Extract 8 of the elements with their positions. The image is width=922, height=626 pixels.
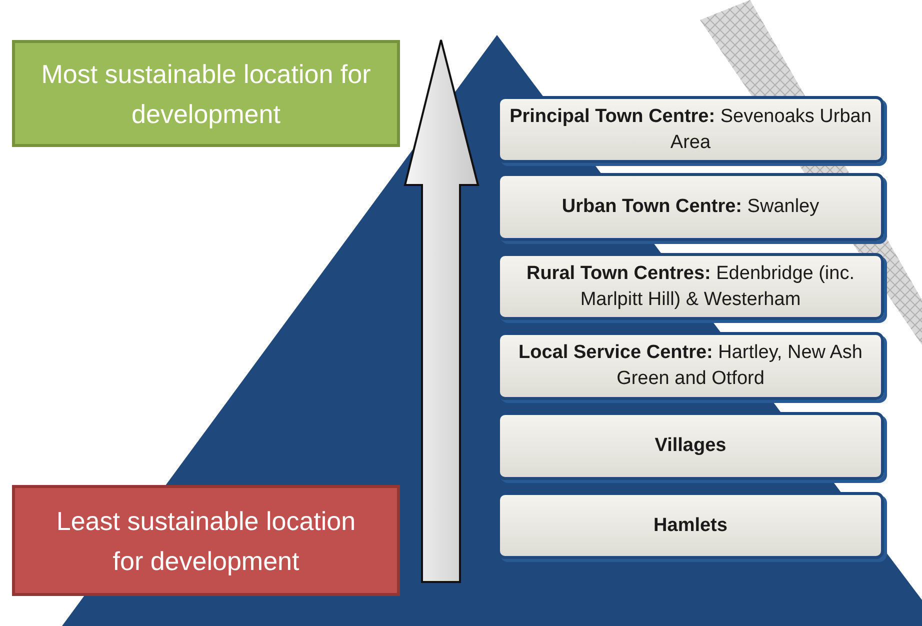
most-sustainable-box: Most sustainable location for development — [12, 40, 400, 147]
settlement-tier-box: Rural Town Centres: Edenbridge (inc. Marlpitt Hill) & Westerham — [497, 253, 884, 320]
settlement-tier-box: Urban Town Centre: Swanley — [497, 173, 884, 241]
least-sustainable-box: Least sustainable location for development — [12, 485, 400, 596]
settlement-tier-box: Villages — [497, 412, 884, 480]
settlement-tier-box: Principal Town Centre: Sevenoaks Urban Area — [497, 96, 884, 163]
settlement-tier-box: Local Service Centre: Hartley, New Ash Green and Otford — [497, 332, 884, 400]
settlement-tier-box: Hamlets — [497, 492, 884, 559]
